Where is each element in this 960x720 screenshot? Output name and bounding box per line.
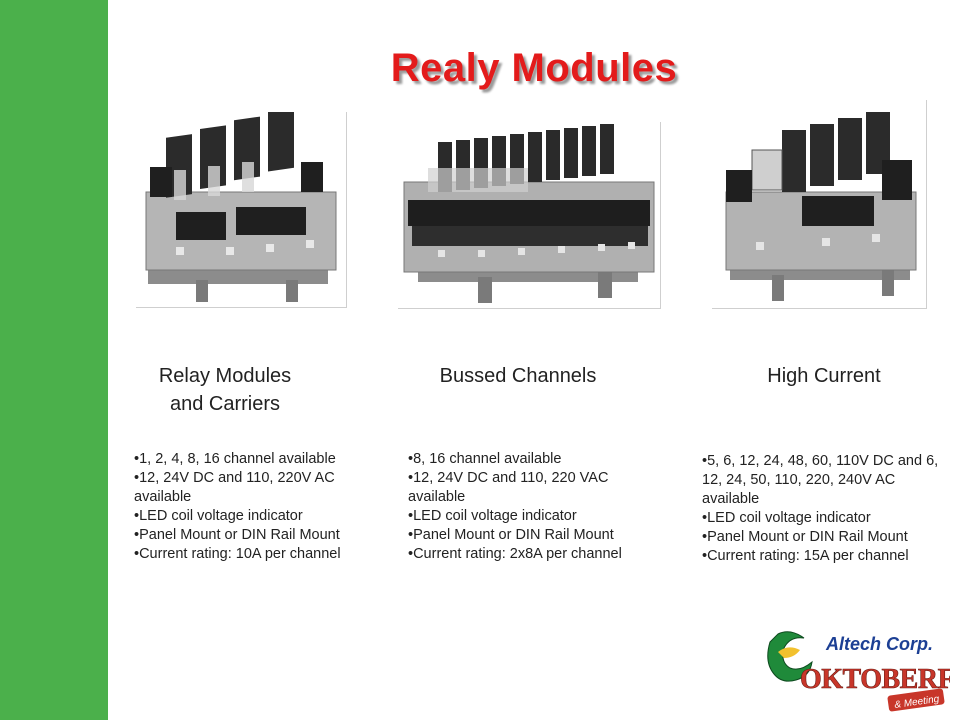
high-current-bullet-list: 5, 6, 12, 24, 48, 60, 110V DC and 6, 12,… xyxy=(702,452,952,566)
list-item: 12, 24V DC and 110, 220V AC available xyxy=(134,469,374,507)
relay-modules-bullet-list: 1, 2, 4, 8, 16 channel available 12, 24V… xyxy=(134,450,374,564)
list-item: Current rating: 15A per channel xyxy=(702,547,952,566)
list-item: 5, 6, 12, 24, 48, 60, 110V DC and 6, 12,… xyxy=(702,452,952,509)
list-item: 12, 24V DC and 110, 220 VAC available xyxy=(408,469,658,507)
green-sidebar-band xyxy=(0,0,108,720)
column-heading-bussed-channels: Bussed Channels xyxy=(439,365,597,387)
list-item: Current rating: 10A per channel xyxy=(134,545,374,564)
logo-company-text: Altech Corp. xyxy=(825,634,933,654)
bussed-channels-bullet-list: 8, 16 channel available 12, 24V DC and 1… xyxy=(408,450,658,564)
bussed-channels-photo xyxy=(398,122,661,309)
slide-title: Realy Modules xyxy=(390,46,678,90)
list-item: 8, 16 channel available xyxy=(408,450,658,469)
relay-module-photo xyxy=(136,112,347,308)
list-item: LED coil voltage indicator xyxy=(134,507,374,526)
high-current-photo xyxy=(712,100,927,309)
list-item: LED coil voltage indicator xyxy=(702,509,952,528)
column-heading-high-current: High Current xyxy=(767,365,881,387)
list-item: LED coil voltage indicator xyxy=(408,507,658,526)
list-item: Panel Mount or DIN Rail Mount xyxy=(134,526,374,545)
list-item: Panel Mount or DIN Rail Mount xyxy=(702,528,952,547)
list-item: Panel Mount or DIN Rail Mount xyxy=(408,526,658,545)
column-heading-relay-modules: Relay Modules and Carriers xyxy=(158,365,292,415)
list-item: Current rating: 2x8A per channel xyxy=(408,545,658,564)
list-item: 1, 2, 4, 8, 16 channel available xyxy=(134,450,374,469)
altech-oktoberfest-logo: Altech Corp. OKTOBERFEST & Meeting xyxy=(760,622,960,714)
